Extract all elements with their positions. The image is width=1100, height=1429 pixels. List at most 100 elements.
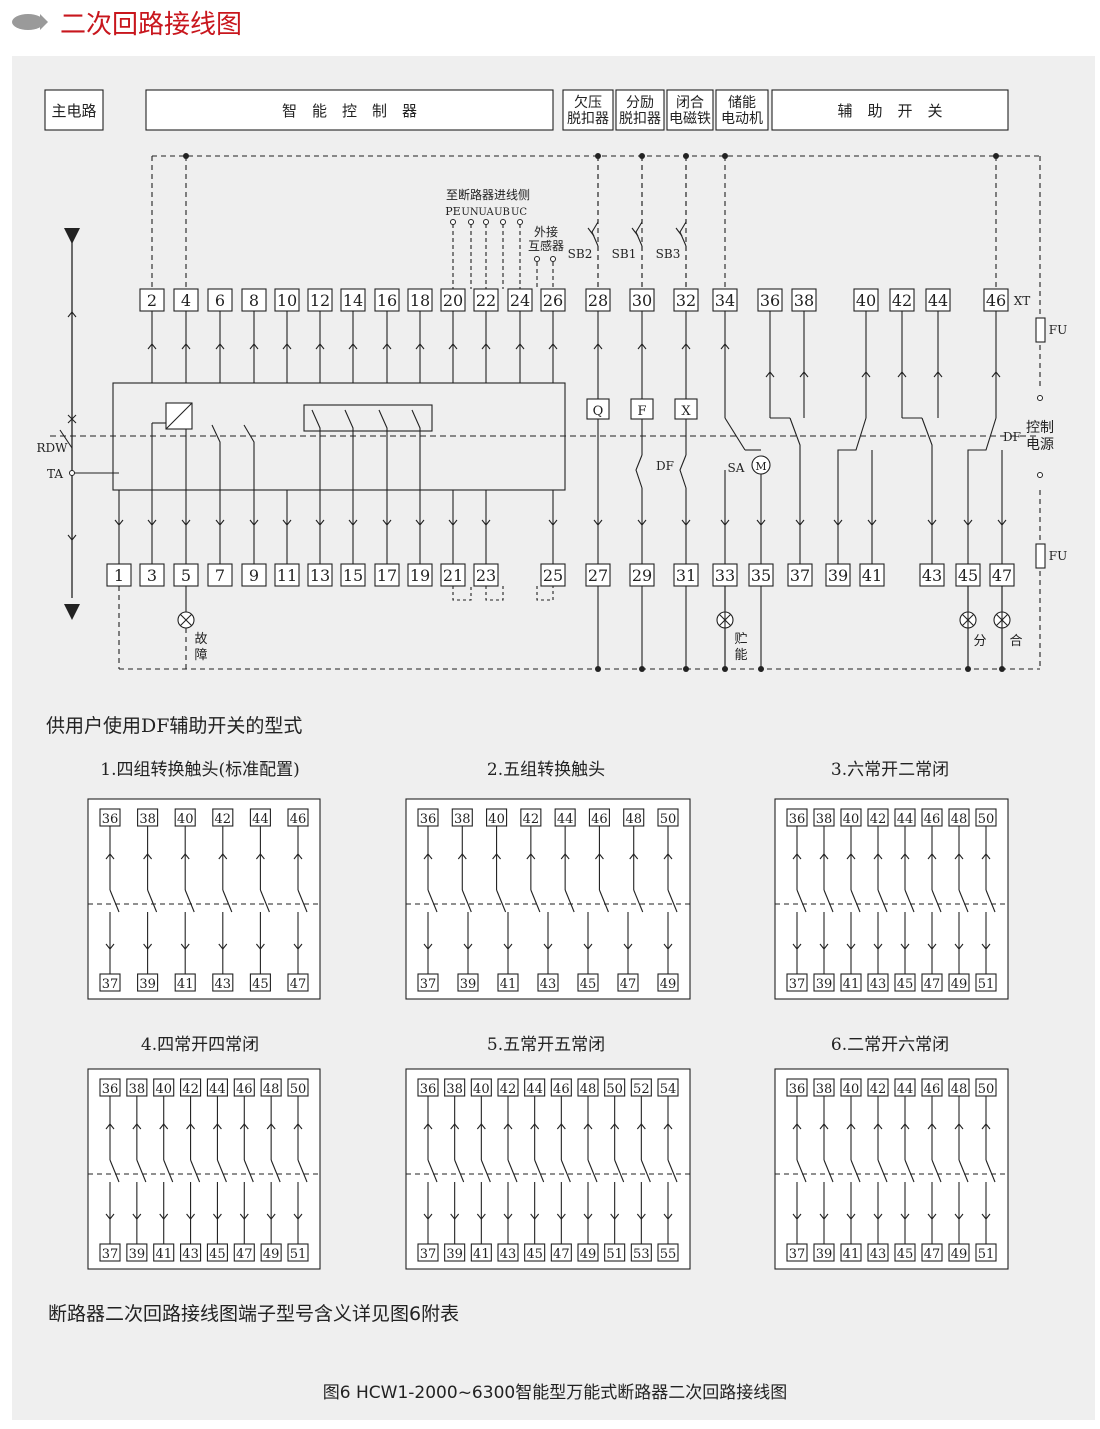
connector-up-icon xyxy=(792,853,802,860)
rdw-x xyxy=(67,414,77,424)
bus-junction-dot xyxy=(183,153,189,159)
internal-switch xyxy=(243,424,255,490)
df-bottom-terminal-label: 49 xyxy=(951,977,968,992)
df-config-title: 4.四常开四常闭 xyxy=(141,1035,259,1055)
bottom-terminal-label: 37 xyxy=(790,566,810,585)
df-bottom-terminal-label: 43 xyxy=(870,977,887,992)
coil-label-coil_q: Q xyxy=(593,404,604,419)
connector-down-icon xyxy=(846,1213,856,1220)
connector-up-icon xyxy=(530,1123,540,1130)
top-terminal-label: 10 xyxy=(277,291,297,310)
df-top-terminal-label: 46 xyxy=(924,812,941,827)
top-box-label: 主电路 xyxy=(51,102,96,120)
df-contact xyxy=(904,889,915,913)
top-box-label: 闭合 xyxy=(676,95,704,111)
sa-label: SA xyxy=(728,461,745,475)
connector-up-icon xyxy=(548,343,558,350)
connector-down-icon xyxy=(593,519,603,526)
connector-up-icon xyxy=(681,343,691,350)
df-bottom-terminal-label: 43 xyxy=(540,977,557,992)
df-config-title: 2.五组转换触头 xyxy=(487,760,605,780)
connector-down-icon xyxy=(105,943,115,950)
top-terminal-label: 24 xyxy=(510,291,530,310)
connector-up-icon xyxy=(180,853,190,860)
df-bottom-terminal-label: 39 xyxy=(460,977,477,992)
sa-switch xyxy=(724,417,746,451)
connector-up-icon xyxy=(423,853,433,860)
top-terminal-label: 44 xyxy=(928,291,948,310)
df-contact xyxy=(614,1159,625,1183)
connector-up-icon xyxy=(503,1123,513,1130)
connector-down-icon xyxy=(556,1213,566,1220)
df-top-terminal-label: 40 xyxy=(843,812,860,827)
df-contact xyxy=(958,1159,969,1183)
header-marker-icon xyxy=(12,14,48,30)
df-bottom-terminal-label: 37 xyxy=(789,977,806,992)
connector-down-icon xyxy=(900,943,910,950)
fuse-bottom-icon xyxy=(1035,543,1046,569)
df-bottom-terminal-label: 55 xyxy=(660,1247,677,1262)
connector-down-icon xyxy=(423,943,433,950)
connector-up-icon xyxy=(663,853,673,860)
connector-up-icon xyxy=(212,1123,222,1130)
bottom-bus-dot xyxy=(639,666,645,672)
bottom-terminal-label: 13 xyxy=(310,566,330,585)
connector-up-icon xyxy=(629,853,639,860)
top-box-aux-switch xyxy=(771,89,1009,131)
df-top-terminal-label: 42 xyxy=(870,1082,887,1097)
df-contact xyxy=(904,1159,915,1183)
df-top-terminal-label: 48 xyxy=(951,812,968,827)
df-top-terminal-label: 40 xyxy=(473,1082,490,1097)
bracket-dashed xyxy=(452,586,472,601)
sb-contact xyxy=(679,221,687,247)
df-contact xyxy=(427,889,438,913)
df-top-terminal-label: 46 xyxy=(924,1082,941,1097)
connector-down-icon xyxy=(963,519,973,526)
connector-down-icon xyxy=(819,1213,829,1220)
df-top-terminal-label: 48 xyxy=(951,1082,968,1097)
connector-down-icon xyxy=(997,519,1007,526)
df-top-terminal-label: 48 xyxy=(625,812,642,827)
xt-label: XT xyxy=(1014,294,1031,308)
bottom-terminal-label: 19 xyxy=(410,566,430,585)
connector-down-icon xyxy=(266,1213,276,1220)
df-top-terminal-label: 42 xyxy=(523,812,540,827)
connector-down-icon xyxy=(481,519,491,526)
group-contact xyxy=(344,409,354,490)
incoming-side-label: 至断路器进线侧 xyxy=(446,187,530,202)
connector-down-icon xyxy=(927,943,937,950)
top-terminal-label: 30 xyxy=(632,291,652,310)
df-top-terminal-label: 38 xyxy=(446,1082,463,1097)
connector-down-icon xyxy=(215,519,225,526)
bottom-bus-dot xyxy=(999,666,1005,672)
bottom-bus-dot xyxy=(683,666,689,672)
bottom-terminal-label: 29 xyxy=(632,566,652,585)
df-bottom-terminal-label: 53 xyxy=(633,1247,650,1262)
connector-down-icon xyxy=(132,1213,142,1220)
connector-up-icon xyxy=(249,343,259,350)
df-contact xyxy=(109,889,120,913)
bottom-terminal-label: 15 xyxy=(343,566,363,585)
top-terminal-label: 32 xyxy=(676,291,696,310)
df-contact xyxy=(163,1159,174,1183)
df-top-terminal-label: 50 xyxy=(290,1082,307,1097)
df-contact xyxy=(184,889,195,913)
df-config-box-4 xyxy=(87,1068,321,1270)
bottom-terminal-label: 41 xyxy=(862,566,882,585)
df-contact xyxy=(850,889,861,913)
bottom-terminal-label: 39 xyxy=(828,566,848,585)
connector-down-icon xyxy=(448,519,458,526)
df-bottom-terminal-label: 47 xyxy=(290,977,307,992)
df-contact xyxy=(507,1159,518,1183)
connector-up-icon xyxy=(897,371,907,378)
top-terminal-label: 34 xyxy=(715,291,735,310)
df-mid-label: DF xyxy=(656,459,674,473)
df-bottom-terminal-label: 45 xyxy=(897,977,914,992)
connector-up-icon xyxy=(382,343,392,350)
sampling-terminal-ring xyxy=(483,219,489,225)
df-config-box-5 xyxy=(405,1068,691,1270)
page-header: 二次回路接线图 xyxy=(0,0,1100,50)
df-bottom-terminal-label: 41 xyxy=(843,977,860,992)
connector-up-icon xyxy=(67,311,77,318)
df-contact xyxy=(427,1159,438,1183)
